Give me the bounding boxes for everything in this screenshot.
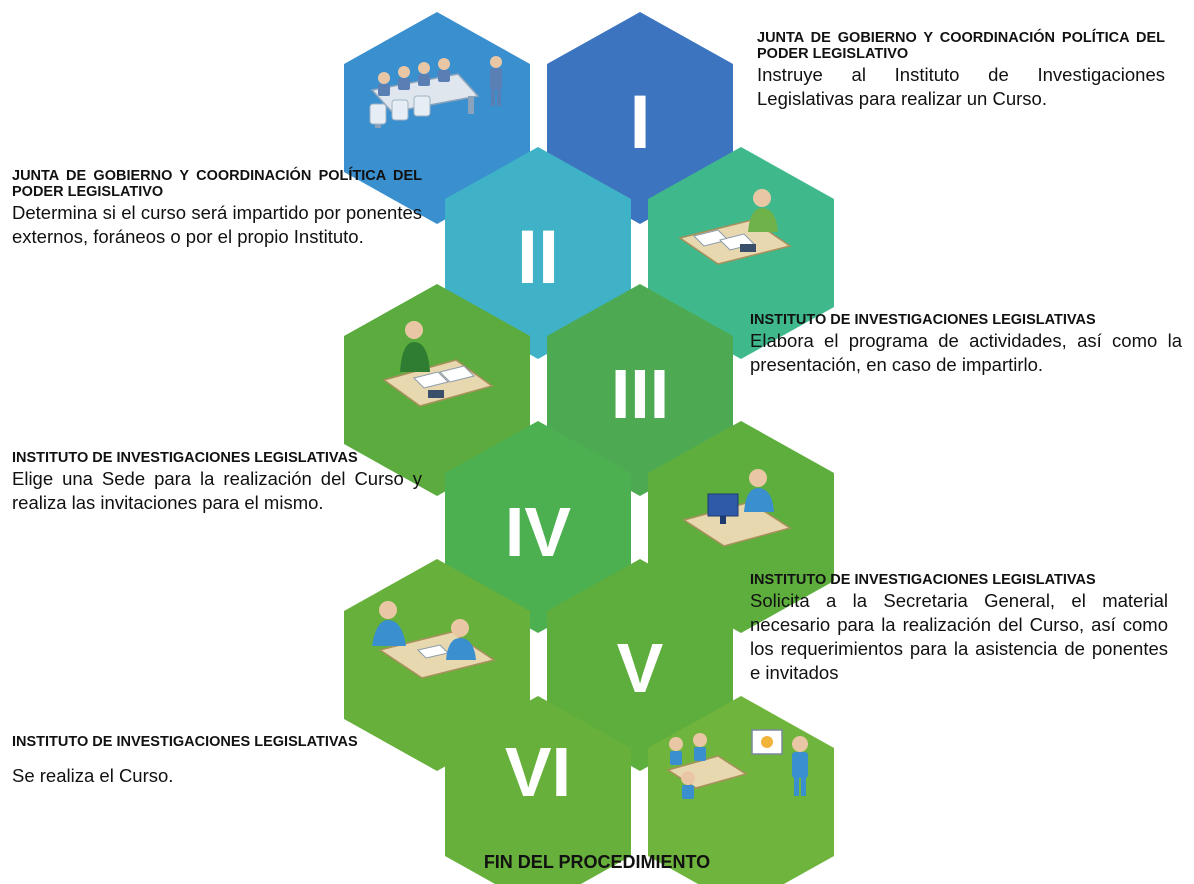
step-4-number-hex: IV: [445, 421, 631, 633]
step-3-numeral: III: [611, 355, 669, 433]
step-2-text: Determina si el curso será impartido por…: [12, 202, 422, 247]
step-3-number-hex: III: [547, 284, 733, 496]
step-1-icon-hex: [344, 12, 530, 224]
step-3-heading: INSTITUTO DE INVESTIGACIONES LEGISLATIVA…: [750, 312, 1096, 328]
presentation-course-icon: [666, 729, 808, 799]
step-5-description: INSTITUTO DE INVESTIGACIONES LEGISLATIVA…: [750, 572, 1168, 685]
step-2-icon-hex: [648, 147, 834, 359]
step-4-numeral: IV: [505, 493, 571, 571]
step-6-heading: INSTITUTO DE INVESTIGACIONES LEGISLATIVA…: [12, 734, 358, 750]
step-6-text: Se realiza el Curso.: [12, 765, 174, 786]
step-1-numeral: I: [629, 80, 650, 165]
step-5-number-hex: V: [547, 559, 733, 771]
step-3-text: Elabora el programa de actividades, así …: [750, 330, 1182, 375]
step-6-number-hex: VI: [445, 696, 631, 884]
step-5-heading: INSTITUTO DE INVESTIGACIONES LEGISLATIVA…: [750, 572, 1096, 588]
step-2-numeral: II: [517, 215, 559, 300]
step-5-numeral: V: [617, 629, 664, 707]
step-2-number-hex: II: [445, 147, 631, 359]
step-6-description: INSTITUTO DE INVESTIGACIONES LEGISLATIVA…: [12, 734, 422, 788]
step-1-description: JUNTA DE GOBIERNO Y COORDINACIÓN POLÍTIC…: [757, 30, 1165, 111]
desk-documents-icon: [678, 189, 792, 265]
step-1-text: Instruye al Instituto de Investigaciones…: [757, 64, 1165, 109]
step-5-text: Solicita a la Secretaria General, el mat…: [750, 590, 1168, 683]
end-of-procedure-label: FIN DEL PROCEDIMIENTO: [483, 852, 711, 872]
step-2-heading: JUNTA DE GOBIERNO Y COORDINACIÓN POLÍTIC…: [12, 168, 422, 200]
step-4-icon-hex: [648, 421, 834, 633]
step-6-numeral: VI: [505, 733, 571, 811]
computer-user-icon: [682, 469, 792, 547]
step-4-heading: INSTITUTO DE INVESTIGACIONES LEGISLATIVA…: [12, 450, 358, 466]
step-3-description: INSTITUTO DE INVESTIGACIONES LEGISLATIVA…: [750, 312, 1182, 377]
person-writing-icon: [382, 321, 494, 407]
step-6-icon-hex: [648, 696, 834, 884]
step-5-icon-hex: [344, 559, 530, 771]
step-3-icon-hex: [344, 284, 530, 496]
step-1-number-hex: I: [547, 12, 733, 224]
step-1-heading: JUNTA DE GOBIERNO Y COORDINACIÓN POLÍTIC…: [757, 30, 1165, 62]
step-4-description: INSTITUTO DE INVESTIGACIONES LEGISLATIVA…: [12, 450, 422, 515]
step-4-text: Elige una Sede para la realización del C…: [12, 468, 422, 513]
meeting-table-icon: [369, 56, 502, 128]
two-people-desk-icon: [372, 601, 496, 679]
step-2-description: JUNTA DE GOBIERNO Y COORDINACIÓN POLÍTIC…: [12, 168, 422, 249]
